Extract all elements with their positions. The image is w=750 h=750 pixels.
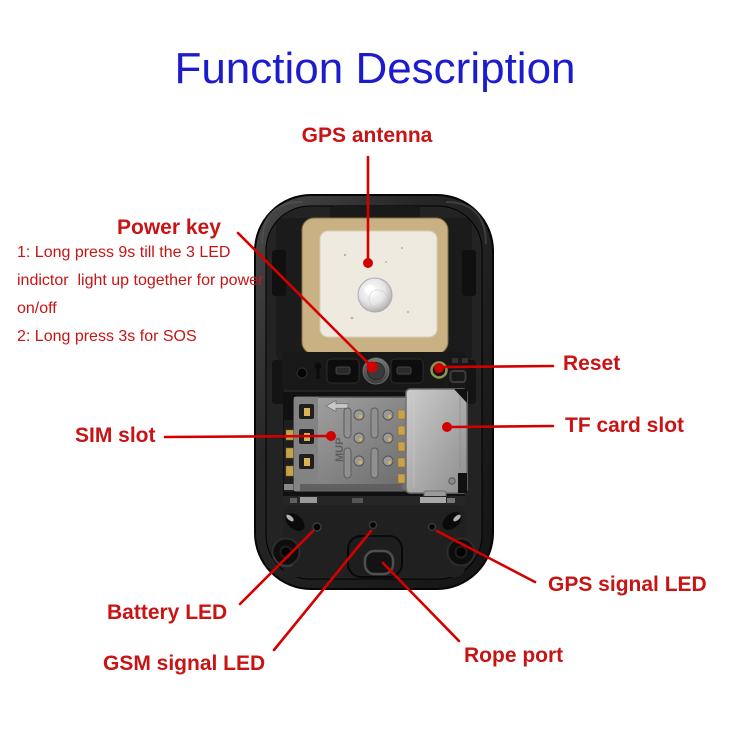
- tf-card-slot-cover: [405, 388, 468, 500]
- card-slot-area: MUP: [283, 388, 468, 500]
- lock-icon: [449, 370, 467, 383]
- power-key-note-4: 2: Long press 3s for SOS: [17, 328, 197, 345]
- label-tf-card-slot: TF card slot: [565, 414, 685, 437]
- label-gps-antenna: GPS antenna: [301, 124, 433, 147]
- gps-led-hole: [427, 522, 437, 532]
- power-key-dot: [366, 361, 378, 373]
- key-icon: [314, 362, 322, 370]
- page-title: Function Description: [174, 44, 576, 93]
- mic-hole: [296, 367, 308, 379]
- power-key-note-2: indictor light up together for power: [17, 272, 264, 289]
- callout-lines: [163, 155, 555, 652]
- bottom-area: [271, 496, 476, 578]
- gsm-signal-led-line: [272, 529, 373, 652]
- label-power-key: Power key: [117, 216, 221, 239]
- top-bar: [330, 206, 420, 219]
- antenna-dome: [357, 277, 393, 313]
- callout-dots: [326, 258, 452, 441]
- label-reset: Reset: [563, 352, 621, 375]
- gps-antenna-module: [301, 217, 449, 355]
- label-gsm-signal-led: GSM signal LED: [103, 652, 266, 675]
- label-gps-signal-led: GPS signal LED: [548, 573, 707, 596]
- tf-card-slot-dot: [442, 422, 452, 432]
- sim-arrow-stamp: [325, 399, 349, 413]
- sim-cage-marking: MUP: [334, 438, 346, 462]
- left-side-slot: [272, 360, 284, 404]
- body-highlight-right: [445, 201, 487, 245]
- reset-line: [442, 364, 555, 369]
- power-key-line: [236, 231, 371, 366]
- battery-led-line: [238, 529, 315, 606]
- power-key-note-1: 1: Long press 9s till the 3 LED: [17, 244, 231, 261]
- sim-slot-line: [163, 434, 329, 439]
- rope-port-slot: [363, 549, 395, 576]
- right-clip-slot: [462, 250, 476, 296]
- tf-contact-pins: [397, 409, 406, 484]
- battery-led-hole: [312, 522, 322, 532]
- sim-slot-cage: MUP: [293, 396, 409, 492]
- rope-port-line: [381, 561, 461, 643]
- reset-dot: [434, 363, 444, 373]
- tf-card-slot-line: [448, 424, 555, 429]
- power-key-note-3: on/off: [17, 300, 57, 317]
- gps-signal-led-line: [435, 529, 537, 584]
- gps-antenna-dot: [363, 258, 373, 268]
- label-battery-led: Battery LED: [107, 601, 228, 624]
- label-rope-port: Rope port: [464, 644, 564, 667]
- gsm-led-hole: [368, 520, 378, 530]
- sim-slot-dot: [326, 431, 336, 441]
- body-highlight-left: [261, 201, 303, 245]
- label-sim-slot: SIM slot: [75, 424, 156, 447]
